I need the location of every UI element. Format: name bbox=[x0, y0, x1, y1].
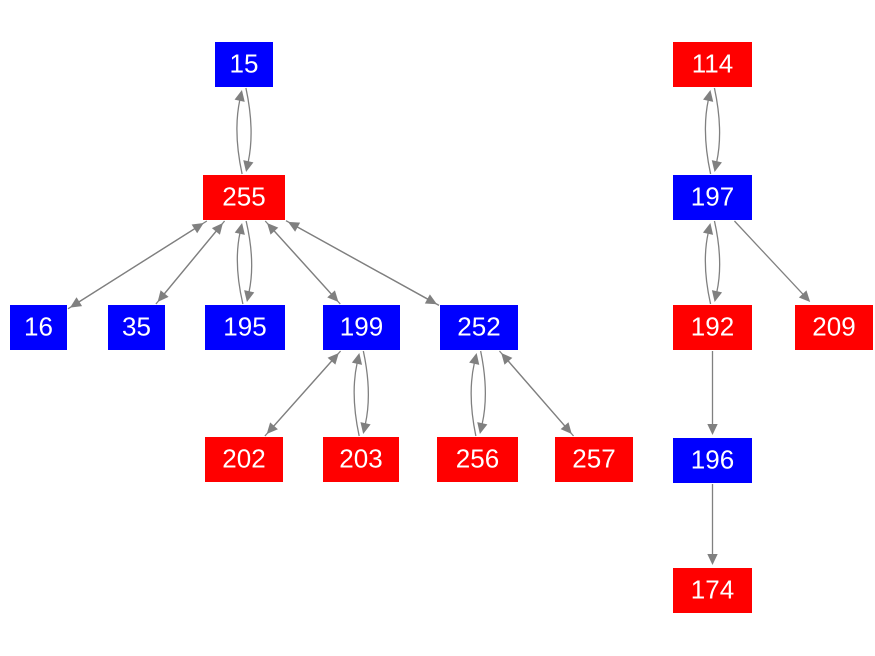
graph-node-203[interactable]: 203 bbox=[323, 437, 399, 482]
node-box-196[interactable] bbox=[673, 438, 752, 483]
graph-node-114[interactable]: 114 bbox=[673, 42, 752, 87]
node-layer: 15 255 16 35 195 199 252 202 203 256 257 114 197 192 2… bbox=[10, 42, 873, 613]
graph-node-256[interactable]: 256 bbox=[437, 437, 518, 482]
edge-197-to-192 bbox=[713, 220, 721, 293]
arrowhead-203-to-199 bbox=[351, 353, 363, 365]
node-label-114: 114 bbox=[692, 48, 733, 78]
arrowhead-199-to-203 bbox=[360, 422, 371, 434]
node-box-202[interactable] bbox=[205, 437, 283, 482]
edge-255-to-195 bbox=[245, 220, 253, 293]
graph-node-15[interactable]: 15 bbox=[215, 42, 273, 87]
graph-node-209[interactable]: 209 bbox=[795, 305, 873, 350]
arrowhead-202-to-199 bbox=[327, 353, 339, 365]
node-box-252[interactable] bbox=[440, 305, 518, 350]
graph-node-35[interactable]: 35 bbox=[108, 305, 165, 350]
graph-node-197[interactable]: 197 bbox=[673, 175, 752, 220]
arrowhead-35-to-255 bbox=[211, 223, 223, 235]
arrowhead-256-to-252 bbox=[469, 353, 480, 365]
node-label-174: 174 bbox=[691, 574, 734, 604]
node-box-197[interactable] bbox=[673, 175, 752, 220]
edge-257-to-252 bbox=[507, 360, 575, 437]
node-label-192: 192 bbox=[691, 311, 734, 341]
node-box-255[interactable] bbox=[203, 175, 285, 220]
node-box-195[interactable] bbox=[205, 305, 285, 350]
node-box-114[interactable] bbox=[673, 42, 752, 87]
edge-192-to-197 bbox=[704, 232, 712, 305]
node-box-203[interactable] bbox=[323, 437, 399, 482]
arrowhead-197-to-114 bbox=[703, 90, 714, 102]
edge-199-to-203 bbox=[362, 350, 370, 425]
node-box-192[interactable] bbox=[673, 305, 752, 350]
node-label-197: 197 bbox=[691, 181, 734, 211]
graph-node-174[interactable]: 174 bbox=[673, 568, 752, 613]
arrowhead-252-to-256 bbox=[477, 422, 488, 434]
arrowhead-255-to-195 bbox=[244, 290, 255, 302]
arrowhead-15-to-255 bbox=[243, 160, 254, 172]
node-label-15: 15 bbox=[230, 48, 259, 78]
edge-195-to-255 bbox=[236, 232, 244, 305]
arrowhead-196-to-174 bbox=[707, 554, 718, 565]
node-box-35[interactable] bbox=[108, 305, 165, 350]
edge-114-to-197 bbox=[713, 87, 721, 163]
node-box-257[interactable] bbox=[555, 437, 633, 482]
graph-node-192[interactable]: 192 bbox=[673, 305, 752, 350]
node-label-202: 202 bbox=[222, 443, 265, 473]
graph-node-255[interactable]: 255 bbox=[203, 175, 285, 220]
node-label-195: 195 bbox=[223, 311, 266, 341]
edge-256-to-252 bbox=[470, 362, 477, 437]
graph-node-252[interactable]: 252 bbox=[440, 305, 518, 350]
node-label-257: 257 bbox=[572, 443, 615, 473]
node-box-256[interactable] bbox=[437, 437, 518, 482]
graph-node-196[interactable]: 196 bbox=[673, 438, 752, 483]
edge-255-to-15 bbox=[236, 99, 243, 175]
node-label-199: 199 bbox=[340, 311, 383, 341]
graph-node-257[interactable]: 257 bbox=[555, 437, 633, 482]
arrowhead-255-to-15 bbox=[234, 90, 245, 102]
arrowhead-255-to-252 bbox=[424, 294, 437, 305]
edge-252-to-256 bbox=[480, 350, 487, 425]
edge-197-to-114 bbox=[704, 99, 712, 175]
node-label-256: 256 bbox=[456, 443, 499, 473]
arrowhead-197-to-192 bbox=[711, 290, 723, 302]
edge-197-to-209 bbox=[733, 220, 804, 296]
graph-node-195[interactable]: 195 bbox=[205, 305, 285, 350]
arrowhead-114-to-197 bbox=[711, 160, 722, 172]
node-box-15[interactable] bbox=[215, 42, 273, 87]
graph-node-16[interactable]: 16 bbox=[10, 305, 67, 350]
edge-202-to-199 bbox=[264, 360, 333, 437]
graph-node-199[interactable]: 199 bbox=[323, 305, 400, 350]
node-label-252: 252 bbox=[457, 311, 500, 341]
arrowhead-199-to-255 bbox=[267, 223, 279, 235]
node-label-35: 35 bbox=[122, 311, 151, 341]
node-box-174[interactable] bbox=[673, 568, 752, 613]
edge-layer bbox=[67, 87, 811, 565]
graph-node-202[interactable]: 202 bbox=[205, 437, 283, 482]
node-box-16[interactable] bbox=[10, 305, 67, 350]
node-label-16: 16 bbox=[24, 311, 53, 341]
edge-203-to-199 bbox=[353, 362, 360, 437]
arrowhead-195-to-255 bbox=[234, 223, 245, 235]
edge-16-to-255 bbox=[67, 227, 196, 310]
edge-15-to-255 bbox=[245, 87, 252, 163]
edge-35-to-255 bbox=[155, 230, 217, 305]
arrowhead-252-to-255 bbox=[288, 221, 301, 232]
node-box-209[interactable] bbox=[795, 305, 873, 350]
arrowhead-192-to-196 bbox=[707, 424, 718, 435]
node-label-209: 209 bbox=[812, 311, 855, 341]
edge-199-to-255 bbox=[273, 230, 341, 305]
node-box-199[interactable] bbox=[323, 305, 400, 350]
edge-252-to-255 bbox=[296, 226, 440, 306]
node-label-203: 203 bbox=[339, 443, 382, 473]
arrowhead-16-to-255 bbox=[191, 223, 204, 234]
node-label-255: 255 bbox=[222, 181, 265, 211]
arrowhead-257-to-252 bbox=[501, 353, 513, 365]
arrowhead-192-to-197 bbox=[702, 223, 714, 235]
arrowhead-197-to-209 bbox=[798, 290, 811, 302]
node-label-196: 196 bbox=[691, 444, 734, 474]
